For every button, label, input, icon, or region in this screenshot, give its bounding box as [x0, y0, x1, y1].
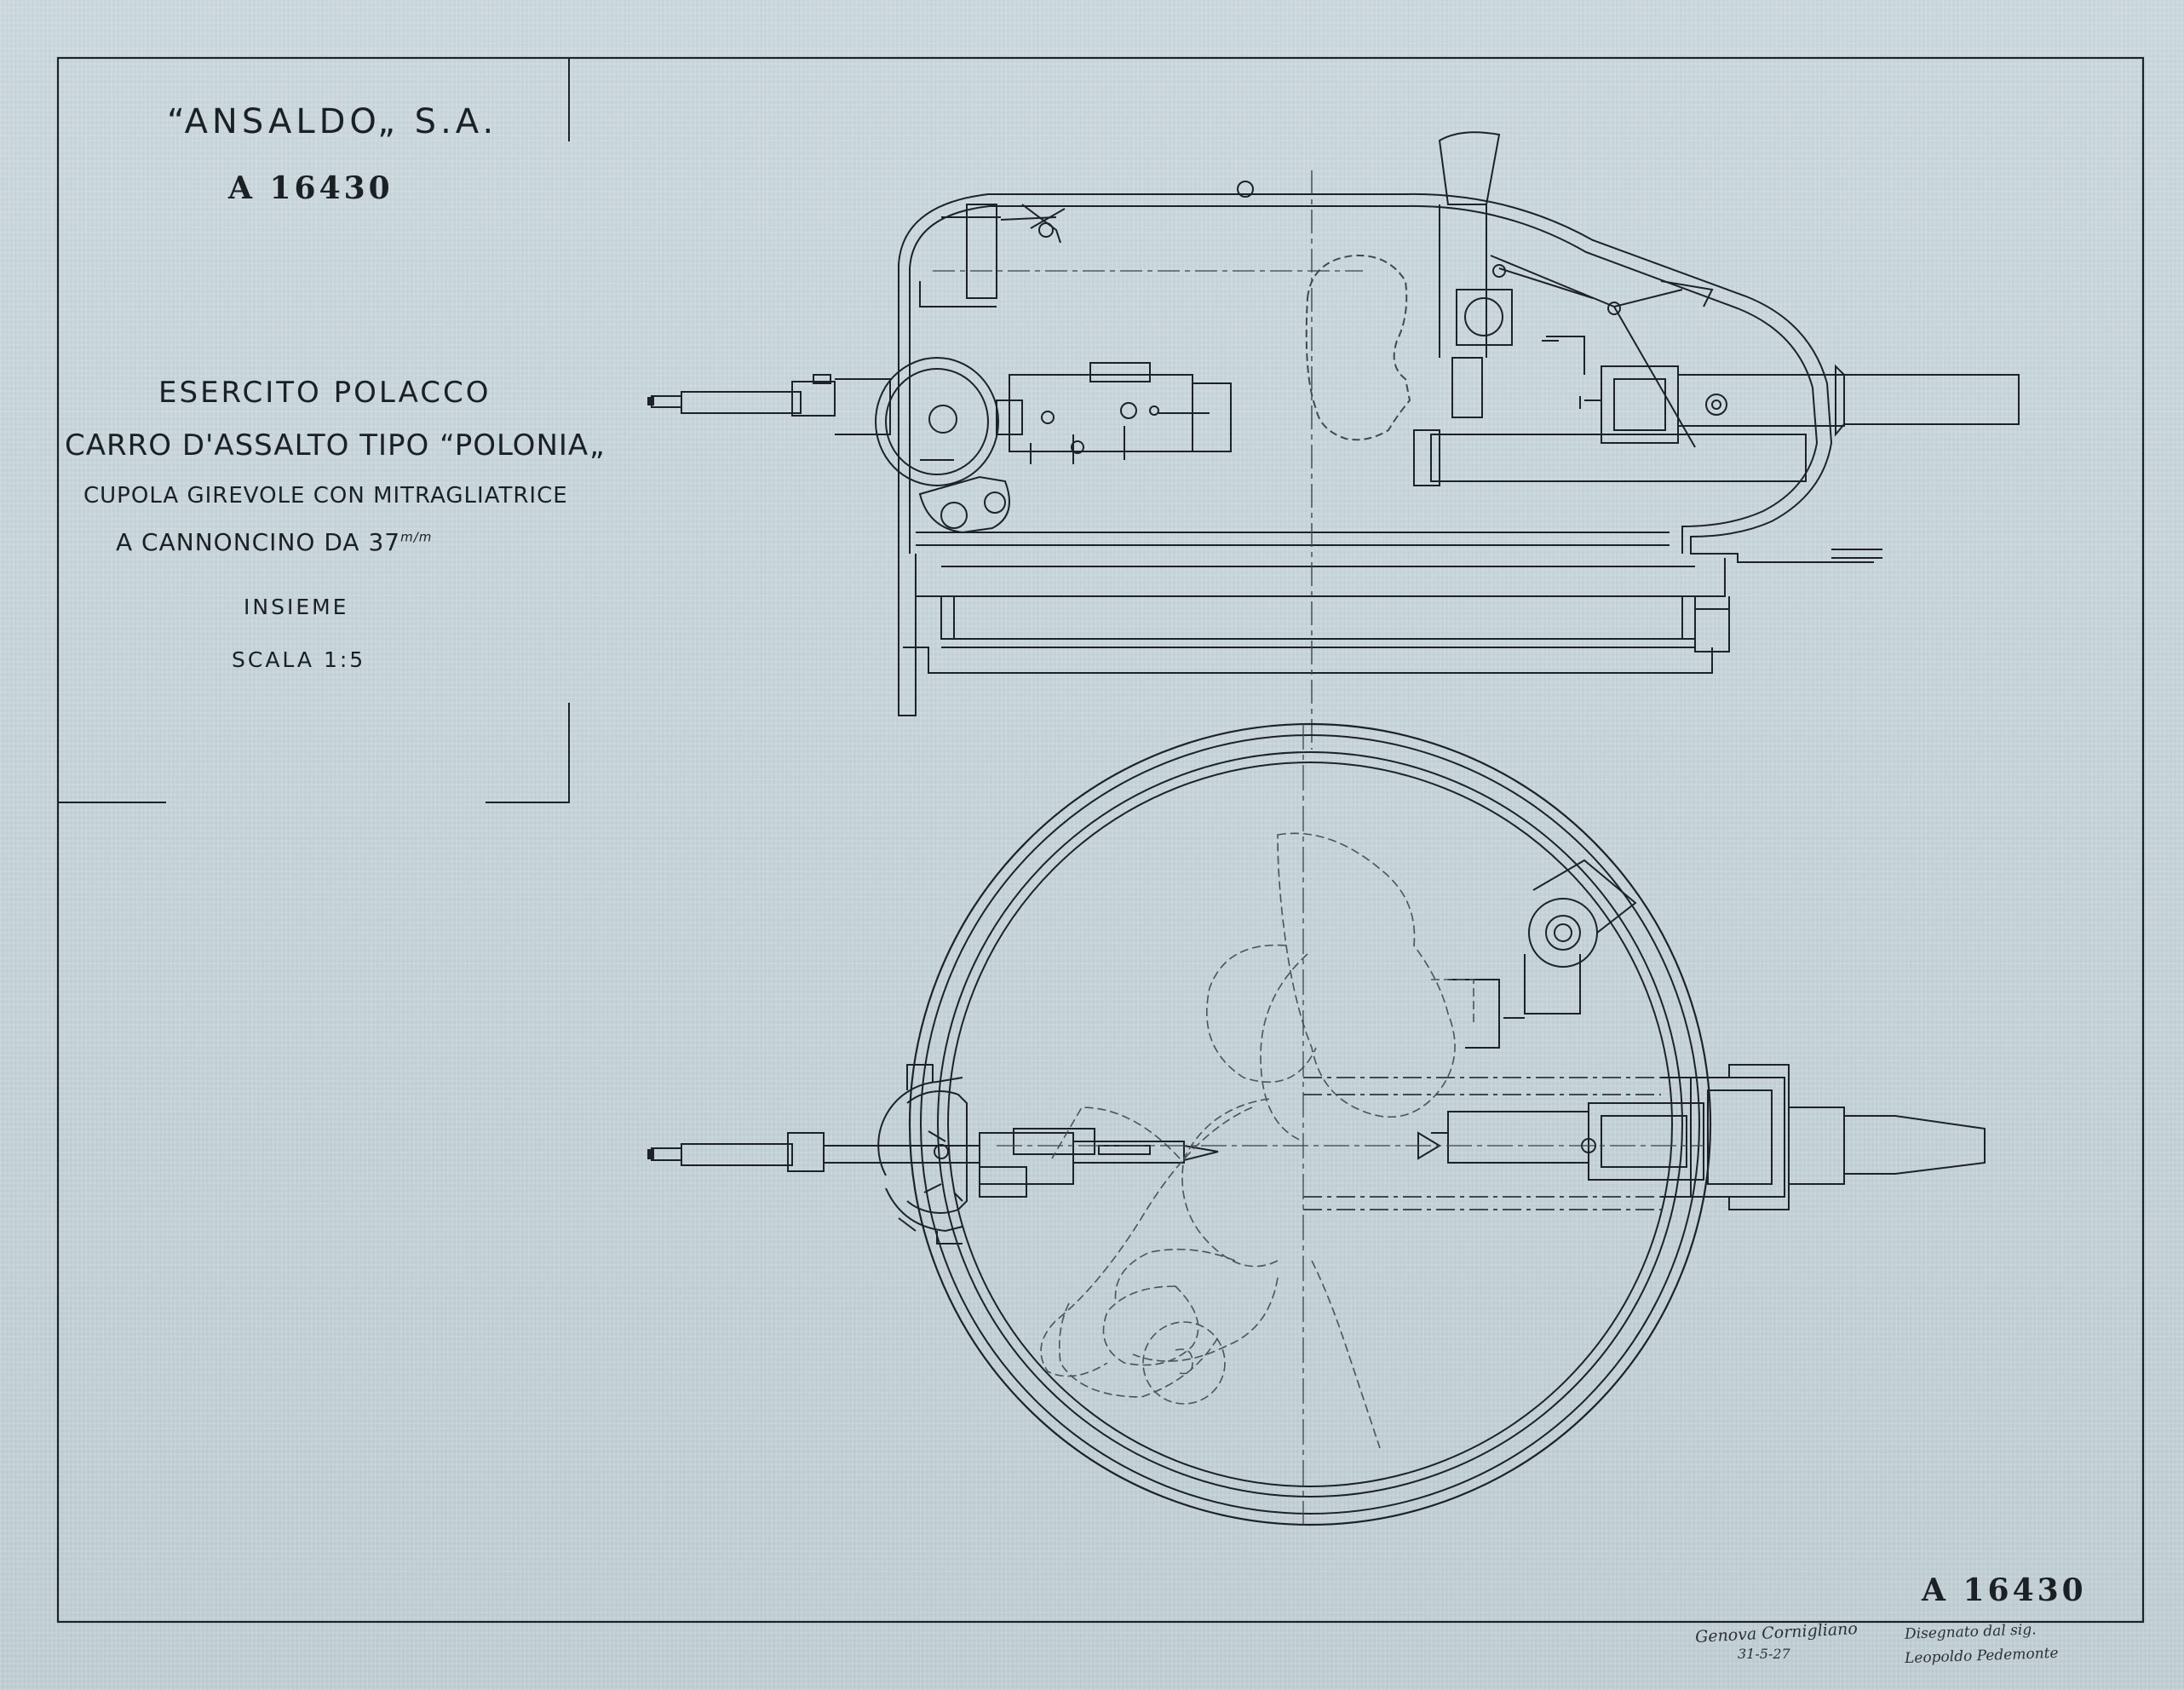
title-line-tank: CARRO D'ASSALTO TIPO “POLONIA„: [65, 428, 606, 463]
title-line-cupola: CUPOLA GIREVOLE CON MITRAGLIATRICE: [83, 483, 568, 509]
crew-outline-plan: [1040, 832, 1474, 1449]
title-line-cannon-unit: m/m: [400, 529, 433, 545]
turret-elevation-view: [651, 131, 2020, 716]
company-name: “ANSALDO„ S.A.: [167, 102, 498, 141]
title-line-army: ESERCITO POLACCO: [158, 376, 491, 410]
drawing-frame: [56, 56, 2145, 1624]
title-line-scale: SCALA 1:5: [232, 647, 366, 672]
footer-date: 31-5-27: [1738, 1646, 1790, 1662]
gunner-head-profile: [1305, 254, 1411, 441]
turret-plan-view: [651, 722, 1986, 1526]
drawing-number-bottom: A 16430: [1922, 1572, 2087, 1608]
drawing-number-top: A 16430: [228, 170, 394, 206]
title-line-cannon-text: A CANNONCINO DA 37: [116, 528, 401, 556]
title-line-assembly: INSIEME: [244, 595, 349, 619]
title-line-cannon: A CANNONCINO DA 37m/m: [116, 528, 432, 556]
title-block-corners: [58, 58, 570, 803]
